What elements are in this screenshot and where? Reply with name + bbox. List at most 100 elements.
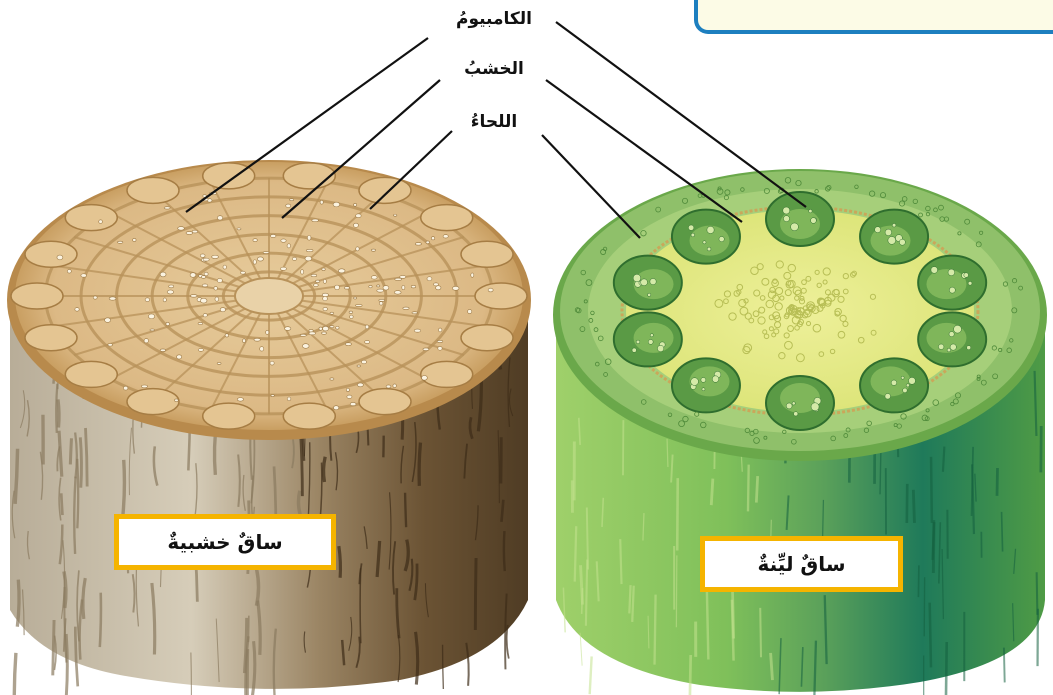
pore [315,280,319,283]
pore [257,257,263,261]
bark-crack [507,625,509,659]
pore [286,204,291,207]
bark-crack [74,477,75,554]
pore [253,260,256,264]
pore [204,272,208,276]
bundle-cell [691,378,699,386]
bark-crack [61,493,62,515]
pore [438,346,442,350]
pore [411,285,415,288]
pore [431,237,434,240]
pore [330,312,334,314]
bundle-cell [885,393,891,399]
bark-crack [14,653,16,695]
pore [437,340,443,342]
vascular-bundle [672,210,740,264]
vascular-bundle [672,358,740,412]
stem-streak [1037,572,1038,615]
bark-crack [70,438,71,464]
pore [426,241,430,244]
pore [309,332,315,335]
stem-streak [580,633,582,666]
bundle-cell [892,223,896,227]
pore [356,214,362,218]
pore [118,241,123,243]
stem-streak [1002,512,1003,552]
stem-streak [913,490,914,523]
pore [271,395,274,397]
phloem-scallop [475,283,527,309]
bundle-cell [968,281,972,285]
pore [203,313,207,316]
pore [330,378,334,380]
pore [412,312,417,314]
pore [356,304,363,306]
bundle-cell [783,207,790,214]
bundle-cell [875,227,881,233]
bundle-cell [712,376,719,383]
bark-crack [191,653,192,695]
bark-crack [100,593,101,647]
pore [421,375,427,380]
xylem-leader-right [546,80,742,222]
pore [305,256,312,261]
vascular-bundle [918,256,986,310]
bark-crack [122,460,124,521]
pore [214,286,218,290]
pore [160,349,165,352]
pore [217,216,222,220]
bundle-cell [703,241,706,244]
pore [144,339,148,343]
pore [330,326,334,328]
pore [163,298,166,302]
bark-crack [443,645,444,689]
pore [434,283,439,286]
bundle-cell [641,279,648,286]
pore [141,385,147,388]
phloem-scallop [65,361,117,387]
pore [167,290,174,294]
cambium-label: الكامبيومُ [452,8,536,30]
vascular-bundle [766,192,834,246]
bundle-cell [964,273,969,278]
pore [160,272,166,277]
bundle-cell [903,388,908,393]
pore [287,397,291,401]
pore [292,257,296,260]
xylem-label: الخشبُ [460,58,528,80]
stem-streak [1004,648,1005,683]
stem-streak [756,476,757,503]
pore [349,311,353,313]
pore [471,273,474,277]
pore [379,302,383,305]
bundle-inner [634,323,674,353]
pore [333,406,338,410]
bark-crack [419,443,420,486]
pore [414,329,420,332]
pore [175,399,179,402]
pore [323,307,327,310]
stem-streak [629,585,630,613]
pore [301,270,304,275]
phloem-scallop [25,241,77,267]
stem-streak [655,595,656,665]
bundle-cell [809,209,813,213]
pore [240,271,245,274]
stem-streak [930,603,931,668]
phloem-leader-right [542,135,640,238]
pore [215,297,219,301]
bundle-cell [783,216,789,222]
bundle-cell [906,384,909,387]
bark-crack [65,634,67,695]
pore [427,277,432,281]
pore [322,293,328,296]
pore [190,273,196,278]
pore [220,308,225,312]
bark-crack [86,428,88,487]
pore [93,296,97,299]
pore [415,243,421,246]
stem-streak [620,539,621,584]
bundle-cell [967,346,971,350]
pore [488,288,493,292]
